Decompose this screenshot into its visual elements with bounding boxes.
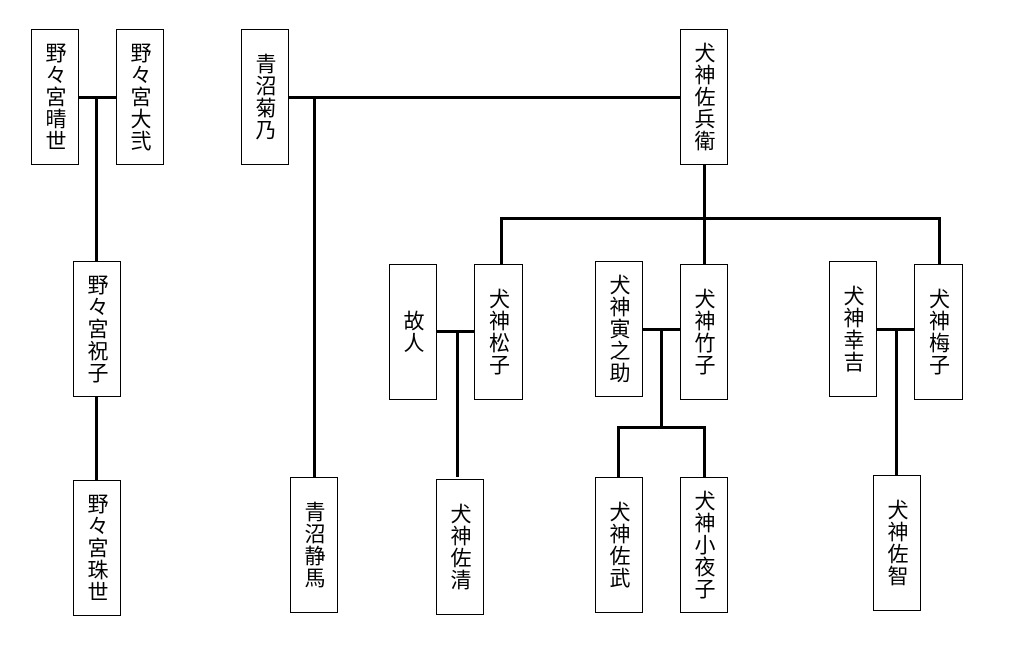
person-box-inugami-sayoko: 犬神小夜子	[680, 477, 728, 613]
descent-line-tamayo	[95, 397, 98, 480]
person-name: 犬神松子	[486, 288, 511, 376]
union-line-kikuno-sahei	[288, 96, 680, 99]
person-name: 野々宮祝子	[85, 274, 109, 384]
drop-line-umeko	[938, 217, 941, 264]
person-box-inugami-sahei: 犬神佐兵衛	[680, 29, 728, 165]
drop-line-matsuko	[500, 217, 503, 264]
person-name: 故人	[401, 310, 425, 354]
person-box-nonomiya-iwaiko: 野々宮祝子	[73, 261, 121, 397]
descent-line-sahei-daughters	[703, 165, 706, 219]
person-name: 犬神佐智	[885, 499, 909, 587]
drop-line-suketake	[617, 426, 620, 477]
person-name: 犬神佐兵衛	[692, 42, 716, 152]
person-box-kojin: 故人	[389, 264, 437, 400]
person-box-aonuma-shizuma: 青沼静馬	[290, 477, 338, 613]
person-box-inugami-toranosuke: 犬神寅之助	[595, 261, 643, 397]
person-name: 犬神佐武	[607, 501, 631, 589]
person-box-aonuma-kikuno: 青沼菊乃	[241, 29, 289, 165]
person-box-inugami-umeko: 犬神梅子	[914, 264, 963, 400]
person-name: 犬神寅之助	[607, 274, 631, 384]
person-name: 青沼菊乃	[253, 53, 277, 141]
drop-line-takeko	[703, 217, 706, 264]
person-name: 野々宮大弐	[128, 42, 152, 152]
person-box-inugami-matsuko: 犬神松子	[474, 264, 523, 400]
person-box-nonomiya-tamayo: 野々宮珠世	[73, 480, 121, 616]
person-name: 野々宮珠世	[85, 493, 109, 603]
person-box-inugami-suketake: 犬神佐武	[595, 477, 643, 613]
person-name: 犬神梅子	[926, 288, 951, 376]
person-box-inugami-takeko: 犬神竹子	[680, 264, 728, 400]
person-name: 犬神小夜子	[692, 490, 716, 600]
person-box-inugami-kokichi: 犬神幸吉	[829, 261, 877, 397]
person-box-inugami-suketomo: 犬神佐智	[873, 475, 921, 611]
person-box-inugami-sukekiyo: 犬神佐清	[436, 479, 484, 615]
sibling-bar-takeko-children	[617, 426, 706, 429]
person-name: 犬神幸吉	[841, 285, 865, 373]
descent-line-sukekiyo	[456, 330, 459, 477]
drop-line-sayoko	[703, 426, 706, 477]
descent-line-suketomo	[895, 328, 898, 475]
sibling-bar-daughters	[500, 217, 941, 220]
descent-line-takeko-children	[660, 328, 663, 428]
person-box-nonomiya-daini: 野々宮大弐	[116, 29, 164, 165]
person-name: 犬神竹子	[692, 288, 716, 376]
marriage-line-matsuko	[437, 330, 474, 333]
person-name: 青沼静馬	[302, 501, 326, 589]
person-name: 野々宮晴世	[43, 42, 67, 152]
descent-line-shizuma	[313, 96, 316, 477]
descent-line-iwaiko	[95, 96, 98, 261]
person-box-nonomiya-haruyo: 野々宮晴世	[31, 29, 79, 165]
person-name: 犬神佐清	[448, 503, 472, 591]
